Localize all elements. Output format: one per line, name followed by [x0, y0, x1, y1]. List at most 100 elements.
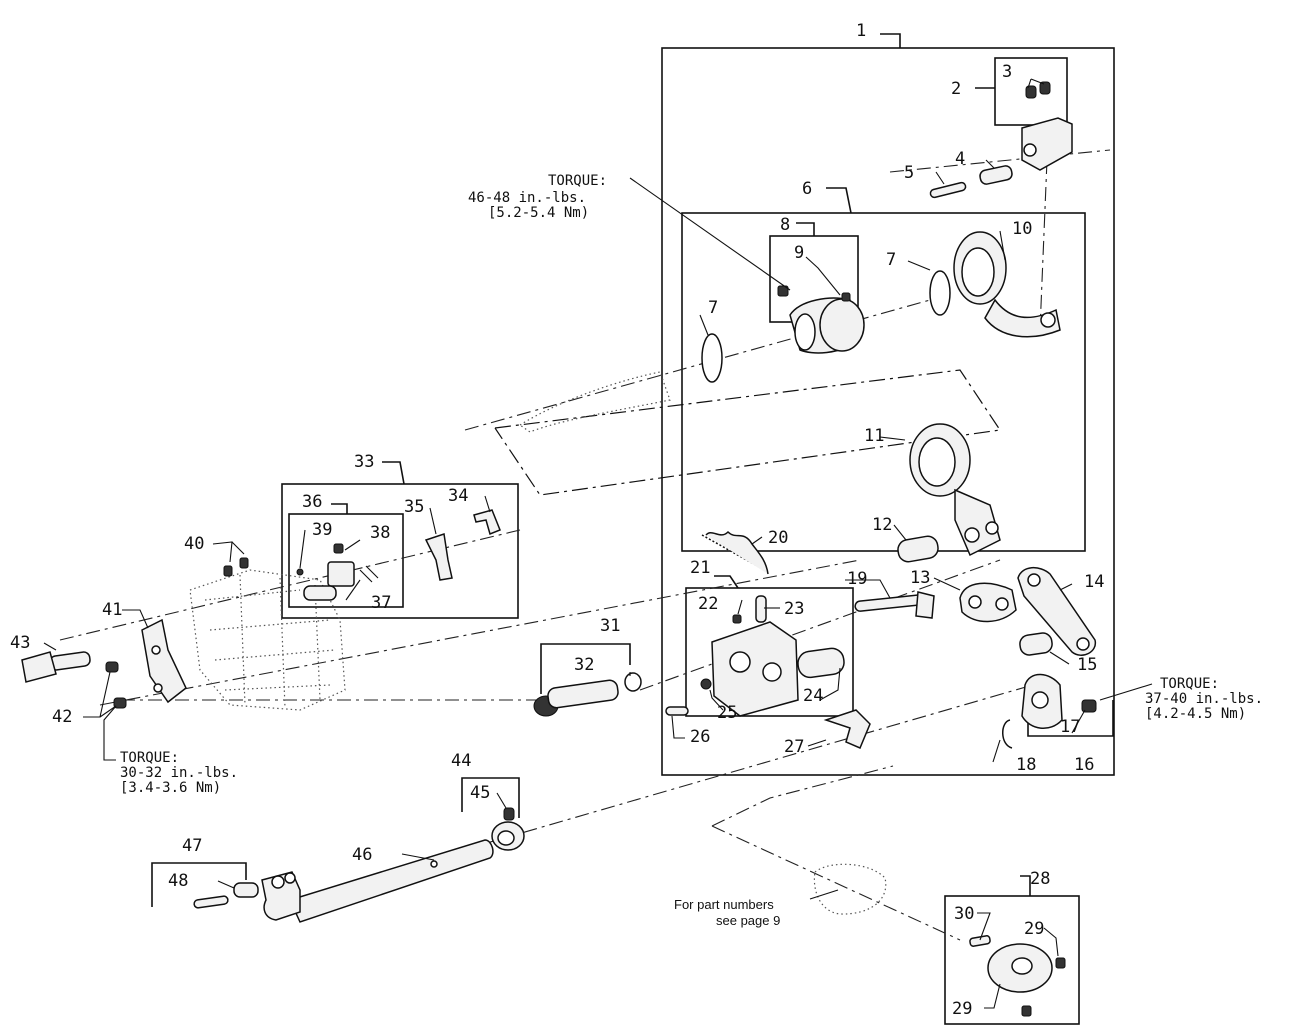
- callout-48: 48: [168, 871, 188, 891]
- part-22-set-screw: [732, 614, 742, 624]
- part-46-shaft: [288, 839, 494, 923]
- callout-13: 13: [910, 568, 930, 588]
- phantom-housing: [189, 371, 887, 915]
- reference-note-line1: For part numbers: [674, 897, 774, 912]
- callout-42: 42: [52, 707, 72, 727]
- callout-36: 36: [302, 492, 322, 512]
- part-45-set-screw: [503, 807, 515, 821]
- box-assembly-1: [661, 47, 1115, 776]
- part-17-screw: [1081, 699, 1097, 713]
- callout-33: 33: [354, 452, 374, 472]
- torque-heading: TORQUE:: [120, 750, 179, 766]
- torque-value-imperial: 30-32 in.-lbs.: [120, 765, 238, 781]
- part-4-bushing: [979, 165, 1013, 185]
- box-1-leader: [880, 33, 901, 48]
- part-7-retaining-ring: [929, 270, 951, 316]
- callout-12: 12: [872, 515, 892, 535]
- torque-heading: TORQUE:: [1160, 676, 1219, 692]
- box-6-leader: [826, 187, 852, 214]
- part-41-bracket: [141, 618, 187, 704]
- callout-37: 37: [371, 593, 391, 613]
- part-10-bearing-arm: [953, 231, 1061, 338]
- part-15-bushing: [1019, 632, 1053, 656]
- part-47-clevis: [261, 871, 301, 921]
- callout-20: 20: [768, 528, 788, 548]
- callout-labels: 1 2 3 4 5 6 7 7 8 9 10 11 12 13 14 15 16…: [10, 21, 1104, 1019]
- callout-1: 1: [856, 21, 866, 41]
- callout-10: 10: [1012, 219, 1032, 239]
- callout-32: 32: [574, 655, 594, 675]
- callout-3: 3: [1002, 62, 1012, 82]
- part-26-pin: [665, 706, 689, 716]
- box-assembly-21: [685, 587, 854, 717]
- part-14-link: [1017, 567, 1097, 656]
- callout-4: 4: [955, 149, 965, 169]
- callout-16: 16: [1074, 755, 1094, 775]
- callout-18: 18: [1016, 755, 1036, 775]
- part-48-pin: [193, 895, 229, 909]
- part-13-link: [959, 582, 1017, 623]
- callout-5: 5: [904, 163, 914, 183]
- callout-44: 44: [451, 751, 471, 771]
- part-48a-bushing: [233, 882, 259, 898]
- torque-value-metric: [5.2-5.4 Nm): [488, 205, 589, 221]
- callout-22: 22: [698, 594, 718, 614]
- callout-28: 28: [1030, 869, 1050, 889]
- reference-note: For part numbers see page 9: [674, 897, 780, 928]
- part-42-screw-a: [105, 661, 119, 673]
- box-8-leader: [796, 222, 815, 236]
- callout-6: 6: [802, 179, 812, 199]
- part-20-spring-coil: [701, 534, 769, 573]
- box-assembly-28: [944, 895, 1080, 1025]
- part-19-pin: [854, 591, 935, 619]
- callout-35: 35: [404, 497, 424, 517]
- callout-9: 9: [794, 243, 804, 263]
- box-assembly-31: [540, 643, 631, 694]
- callout-2: 2: [951, 79, 961, 99]
- part-21-housing: [700, 621, 799, 717]
- callout-41: 41: [102, 600, 122, 620]
- torque-note-right: TORQUE: 37-40 in.-lbs. [4.2-4.5 Nm): [1145, 676, 1263, 722]
- torque-note-left: TORQUE: 30-32 in.-lbs. [3.4-3.6 Nm): [120, 750, 238, 796]
- part-23-pin: [755, 595, 767, 623]
- box-assembly-36: [288, 513, 404, 608]
- part-5-pin: [929, 181, 967, 199]
- part-20-spring: [705, 530, 769, 575]
- box-21-leader: [714, 575, 739, 589]
- part-36-clamp: [296, 543, 379, 601]
- part-2-bearing-block: [1021, 81, 1073, 171]
- part-27-lever: [823, 709, 871, 749]
- part-44-collar-bore: [497, 830, 515, 846]
- callout-29b: 29: [952, 999, 972, 1019]
- part-12-bushing: [897, 535, 939, 563]
- callout-11: 11: [864, 426, 884, 446]
- box-assembly-47: [151, 862, 247, 907]
- part-40-screw-a: [223, 565, 233, 577]
- callout-17: 17: [1060, 717, 1080, 737]
- callout-19: 19: [847, 569, 867, 589]
- callout-27: 27: [784, 737, 804, 757]
- box-33-leader: [382, 461, 405, 485]
- torque-value-imperial: 37-40 in.-lbs.: [1145, 691, 1263, 707]
- box-assembly-33: [281, 483, 519, 619]
- callout-39: 39: [312, 520, 332, 540]
- callout-26: 26: [690, 727, 710, 747]
- part-24-bushing: [797, 647, 845, 679]
- callout-47: 47: [182, 836, 202, 856]
- callout-23: 23: [784, 599, 804, 619]
- torque-note-top: TORQUE: 46-48 in.-lbs. [5.2-5.4 Nm): [468, 173, 607, 221]
- callout-34: 34: [448, 486, 468, 506]
- callout-14: 14: [1084, 572, 1104, 592]
- callout-29a: 29: [1024, 919, 1044, 939]
- callout-24: 24: [803, 686, 823, 706]
- torque-value-imperial: 46-48 in.-lbs.: [468, 190, 586, 206]
- callout-15: 15: [1077, 655, 1097, 675]
- box-assembly-44: [461, 777, 520, 818]
- part-18-ring: [1002, 719, 1013, 749]
- leader-lines: [43, 78, 1153, 1009]
- callout-7b: 7: [708, 298, 718, 318]
- callout-38: 38: [370, 523, 390, 543]
- part-7-retaining-ring-left: [701, 333, 723, 383]
